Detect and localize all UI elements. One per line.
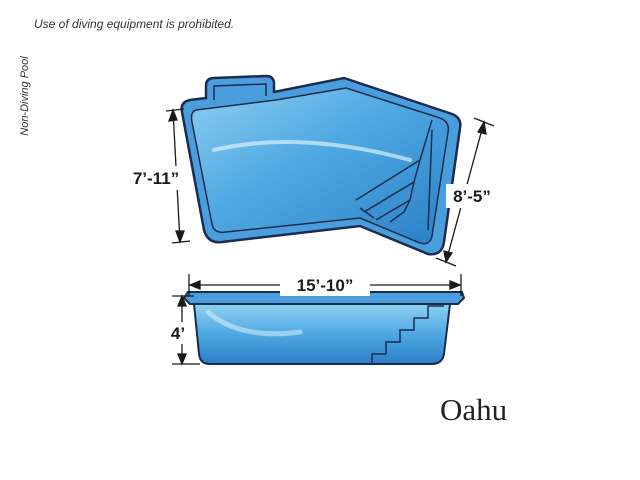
side-view-steps	[371, 305, 444, 364]
diving-prohibited-notice: Use of diving equipment is prohibited.	[34, 17, 235, 31]
side-view-coping	[182, 291, 466, 305]
top-view	[180, 74, 462, 256]
top-view-highlight	[212, 140, 412, 162]
left-width-label-bg	[120, 166, 190, 190]
top-view-steps	[355, 119, 433, 231]
top-view-ledge	[213, 83, 267, 100]
depth-label-bg	[164, 322, 192, 344]
side-view-highlight	[205, 309, 303, 337]
side-view	[182, 291, 466, 365]
right-width-label: 8’-5”	[453, 187, 491, 206]
length-label: 15’-10”	[297, 276, 354, 295]
left-width-label: 7’-11”	[133, 169, 179, 188]
length-label-bg	[280, 274, 370, 296]
right-width-label-bg	[446, 184, 500, 208]
side-view-body	[192, 303, 452, 365]
depth-label: 4’	[171, 324, 185, 343]
pool-model-name: Oahu	[440, 392, 508, 427]
top-view-water	[190, 87, 450, 245]
